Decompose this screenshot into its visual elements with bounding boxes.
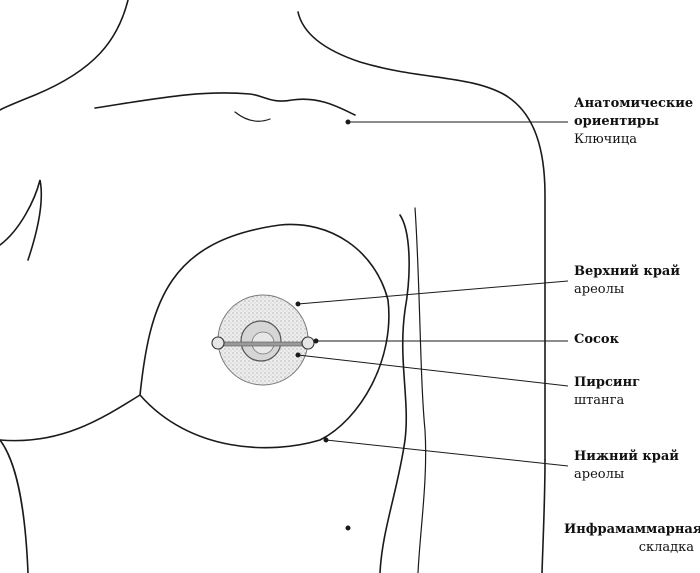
label-landmarks-line2: ориентиры [574,114,660,129]
lower-left-outline [0,439,29,573]
left-side-outline [0,179,43,261]
right-torso-outline [379,214,410,573]
piercing-bar [217,341,309,347]
breast-outline [0,223,390,449]
label-nipple: Сосок [574,331,619,349]
clavicle-line [94,92,356,116]
label-lower-areola-sub: ареолы [574,467,625,482]
neck-left-outline [0,0,129,111]
piercing-ball-right [301,336,315,350]
label-inframammary: Инфрамаммарная складка [564,521,700,557]
label-lower-areola: Нижний край ареолы [574,448,679,484]
label-upper-areola: Верхний край ареолы [574,263,680,299]
dot-inframammary [345,525,351,531]
leader-upper-areola [297,280,569,305]
label-inframammary-sub: складка [638,540,694,555]
label-landmarks: Анатомические ориентиры Ключица [574,95,693,149]
right-torso-crease [414,207,427,573]
label-inframammary-title: Инфрамаммарная [564,522,700,537]
label-lower-areola-title: Нижний край [574,449,679,464]
arm-outline [541,459,546,573]
label-piercing-sub: штанга [574,393,625,408]
piercing-ball-left [211,336,225,350]
neck-right-outline [297,11,546,461]
sternal-notch [234,111,271,122]
label-landmarks-line1: Анатомические [574,96,694,111]
label-piercing: Пирсинг штанга [574,374,640,410]
label-upper-areola-sub: ареолы [574,282,625,297]
label-landmarks-sub: Ключица [574,132,638,147]
label-nipple-title: Сосок [574,332,619,347]
leader-piercing [297,354,569,387]
label-piercing-title: Пирсинг [574,375,641,390]
label-upper-areola-title: Верхний край [574,264,680,279]
leader-lower-areola [325,439,569,467]
